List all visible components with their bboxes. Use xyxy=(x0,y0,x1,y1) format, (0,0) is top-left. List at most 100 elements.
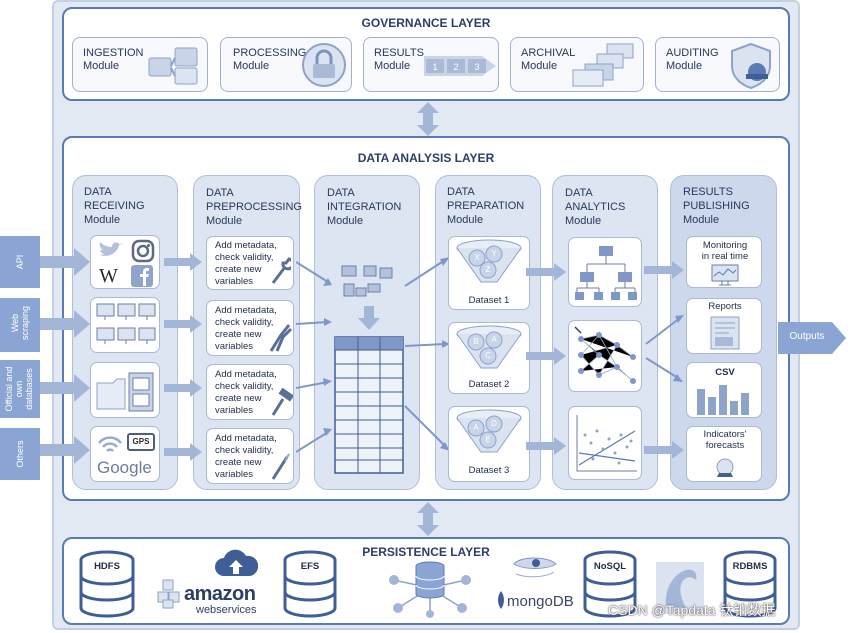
lock-icon xyxy=(302,43,346,87)
dataset-3-label: Dataset 3 xyxy=(468,465,510,476)
google-gps-card: GPS Google xyxy=(90,426,160,482)
regression-chart-card xyxy=(568,406,642,480)
shield-icon xyxy=(731,42,771,90)
monitors-icon xyxy=(96,303,156,344)
wrench-icon xyxy=(271,257,291,284)
outputs-label: Outputs xyxy=(789,331,825,342)
step-3: 3 xyxy=(474,62,480,72)
cloud-upload-icon xyxy=(215,549,258,576)
instagram-icon xyxy=(131,239,155,263)
dataset-1-label: Dataset 1 xyxy=(468,295,510,306)
dataset-1-circle-1: X xyxy=(474,253,480,262)
report-document-icon xyxy=(710,316,740,350)
gps-icon xyxy=(127,433,155,451)
preparation-to-analytics-arrows xyxy=(526,263,566,455)
wifi-icon xyxy=(98,436,122,452)
rdbms-database-icon xyxy=(723,550,777,618)
source-api-label: API xyxy=(15,254,25,270)
twitter-icon xyxy=(99,242,123,256)
dataset-1-funnel xyxy=(456,239,522,283)
source-web-scraping-label: Web scraping xyxy=(10,305,30,341)
step-1: 1 xyxy=(432,62,438,72)
analytics-to-results-arrows xyxy=(644,261,684,458)
efs-database-icon xyxy=(283,550,337,618)
source-api xyxy=(0,236,40,288)
dataset-3-circle-2: D xyxy=(491,419,497,428)
screwdriver-icon xyxy=(271,453,290,480)
data-analysis-layer xyxy=(62,136,790,501)
puzzle-pieces-icon xyxy=(341,265,393,297)
mongodb-logo: mongoDB xyxy=(507,593,574,610)
source-others-label: Others xyxy=(15,440,25,468)
forecasts-label: Indicators'forecasts xyxy=(703,429,747,451)
monitor-chart-icon xyxy=(711,264,739,286)
nosql-database-icon xyxy=(583,550,637,618)
reports-card: Reports xyxy=(686,298,762,354)
dataset-2-circle-3: C xyxy=(485,351,491,360)
dataset-2-circle-2: A xyxy=(491,335,497,344)
network-icon xyxy=(574,326,636,384)
csv-label: CSV xyxy=(715,367,735,378)
gps-label: GPS xyxy=(132,437,150,446)
crystal-ball-icon xyxy=(716,458,734,477)
integrated-table xyxy=(334,336,404,474)
hammer-icon xyxy=(271,387,293,416)
dataset-3-circle-1: A xyxy=(473,423,479,432)
file-cabinet-icon xyxy=(96,372,154,412)
dataset-1-circle-3: Z xyxy=(485,265,491,274)
forecasts-card: Indicators'forecasts xyxy=(686,426,762,482)
social-media-card: W xyxy=(90,235,160,289)
receiving-to-preprocessing-arrows xyxy=(164,253,202,461)
dataset-2-label: Dataset 2 xyxy=(468,379,510,390)
source-others xyxy=(0,428,40,480)
mongodb-icon xyxy=(498,591,504,609)
reports-label: Reports xyxy=(708,301,742,312)
watermark: CSDN @Tapdata 钛铂数据 xyxy=(608,602,776,618)
ingestion-icon xyxy=(148,47,198,85)
dataset-3-funnel xyxy=(456,409,522,453)
amazon-webservices: webservices xyxy=(196,604,257,616)
tree-icon xyxy=(575,246,637,300)
dataset-2-circle-1: B xyxy=(473,337,479,346)
mongodb-leaf-icon xyxy=(513,557,557,578)
csv-card: CSV xyxy=(686,362,762,418)
double-arrow-icon xyxy=(417,102,439,136)
databases-card xyxy=(90,362,160,418)
data-analysis-layer-title: DATA ANALYSIS LAYER xyxy=(357,151,495,165)
double-arrow-icon xyxy=(417,502,439,536)
down-arrow-icon xyxy=(358,306,380,330)
dataset-1-circle-2: Y xyxy=(491,249,497,258)
web-screens-card xyxy=(90,297,160,353)
outputs-arrow xyxy=(778,322,846,354)
step-2: 2 xyxy=(453,62,459,72)
rdbms-label: RDBMS xyxy=(732,561,768,572)
nosql-label: NoSQL xyxy=(593,561,627,572)
integration-to-preparation-arrows xyxy=(404,257,450,451)
steps-arrow-icon xyxy=(424,56,496,76)
source-arrows xyxy=(40,248,90,464)
distributed-database-icon xyxy=(389,561,471,618)
scatter-plot-icon xyxy=(576,415,637,472)
